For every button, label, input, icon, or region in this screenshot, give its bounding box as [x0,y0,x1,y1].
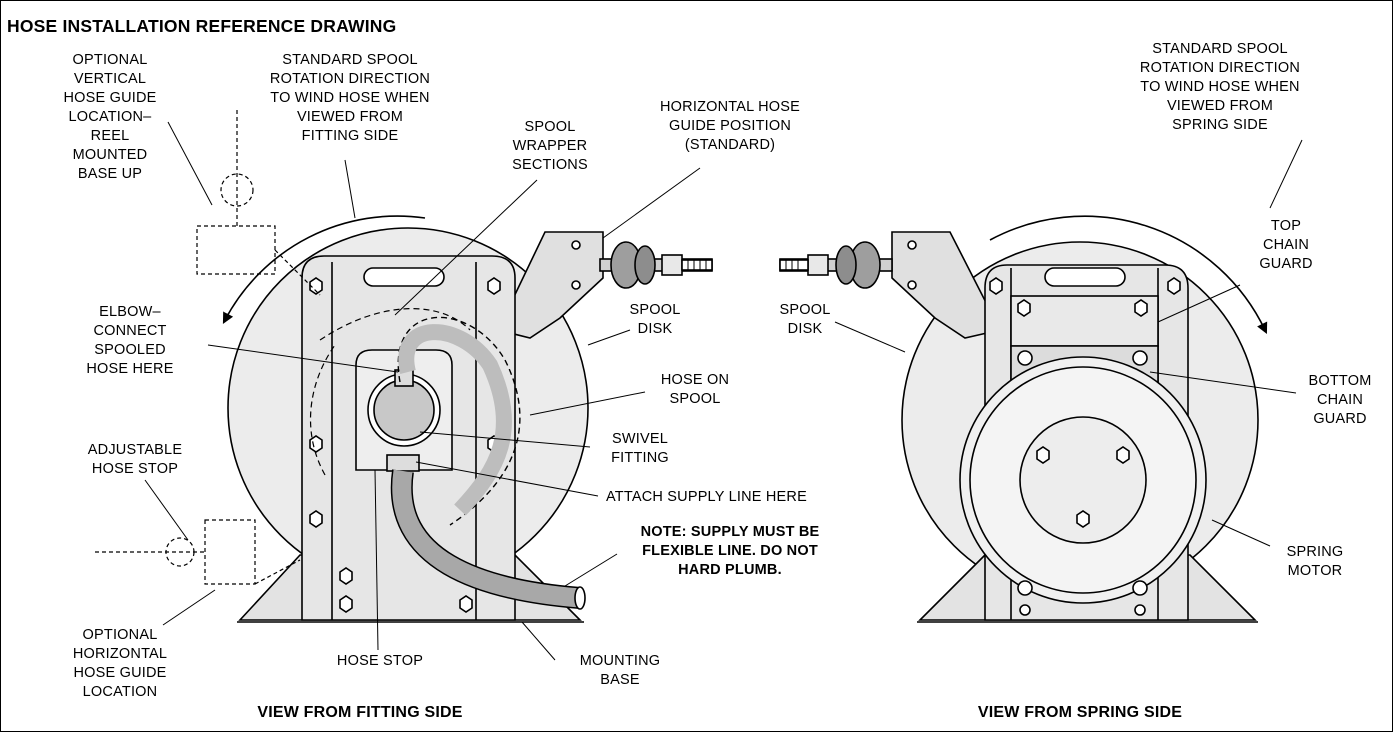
label-supply-note: NOTE: SUPPLY MUST BE FLEXIBLE LINE. DO N… [640,524,820,578]
label-top-chain-guard: TOP CHAIN GUARD [1259,218,1313,272]
label-spring-motor: SPRING MOTOR [1286,544,1344,579]
label-optional-vertical-guide: OPTIONAL VERTICAL HOSE GUIDE LOCATION– R… [63,52,157,182]
spool-wrapper-dashed [309,308,471,476]
leader-lines [144,121,1303,661]
label-elbow-connect: ELBOW– CONNECT SPOOLED HOSE HERE [86,304,174,377]
label-mounting-base: MOUNTING BASE [579,653,661,688]
label-hose-on-spool: HOSE ON SPOOL [660,372,730,407]
label-swivel-fitting: SWIVEL FITTING [611,431,669,466]
label-spool-wrapper: SPOOL WRAPPER SECTIONS [512,119,588,173]
label-adjustable-hose-stop: ADJUSTABLE HOSE STOP [87,442,183,477]
spring-side-view [779,215,1268,623]
horizontal-guide-bracket-right [891,231,1002,339]
spring-side-bolts [989,277,1181,616]
label-attach-supply: ATTACH SUPPLY LINE HERE [606,489,807,505]
caption-fitting-side: VIEW FROM FITTING SIDE [257,704,463,721]
top-chain-guard [1010,295,1159,347]
label-rotation-fitting: STANDARD SPOOL ROTATION DIRECTION TO WIN… [269,52,431,144]
label-rotation-spring: STANDARD SPOOL ROTATION DIRECTION TO WIN… [1139,41,1301,133]
caption-spring-side: VIEW FROM SPRING SIDE [977,704,1183,721]
label-optional-horizontal-guide: OPTIONAL HORIZONTAL HOSE GUIDE LOCATION [72,627,168,700]
label-hose-stop: HOSE STOP [336,653,424,669]
label-spool-disk-left: SPOOL DISK [629,302,681,337]
label-spool-disk-right: SPOOL DISK [779,302,831,337]
label-bottom-chain-guard: BOTTOM CHAIN GUARD [1308,373,1372,427]
rotation-arrow-fitting [222,215,426,324]
horizontal-guide-bracket-left [496,231,604,339]
optional-vertical-guide [196,110,321,296]
hose-on-spool [397,316,521,526]
drawing-title: HOSE INSTALLATION REFERENCE DRAWING [7,16,397,36]
label-horizontal-guide-standard: HORIZONTAL HOSE GUIDE POSITION (STANDARD… [660,99,800,153]
fitting-side-view [95,110,713,623]
rotation-arrow-spring [989,215,1268,335]
optional-horizontal-guide [95,519,301,585]
